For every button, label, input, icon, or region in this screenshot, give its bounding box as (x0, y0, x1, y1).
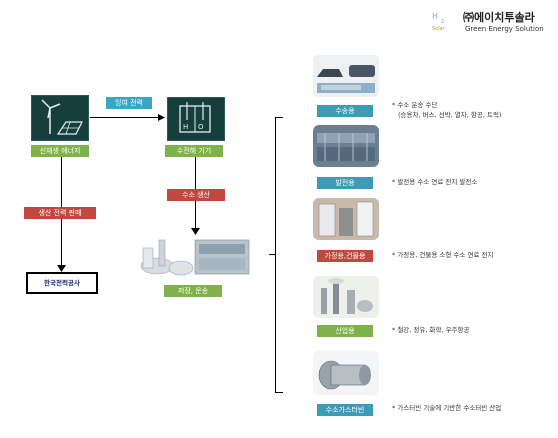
use-turbine-label: 수소가스터빈 (317, 404, 373, 416)
use-building-note: * 가정용, 건물용 소형 수소 연료 전지 (392, 251, 494, 259)
storage-label: 저장, 운송 (164, 285, 222, 297)
gas-turbine-photo (313, 351, 379, 395)
svg-text:Solar: Solar (432, 26, 446, 32)
svg-text:O: O (198, 123, 204, 131)
kepco-label: 한국전력공사 (44, 279, 80, 287)
use-power-note: * 발전용 수소 연료 전지 발전소 (392, 178, 478, 186)
power-sale-label: 생산 전력 판매 (24, 207, 96, 219)
renewable-energy-label: 신재생 에너지 (31, 145, 89, 157)
arrow-down-icon (191, 228, 200, 235)
use-bracket (275, 117, 276, 392)
svg-text:H: H (432, 12, 438, 21)
surplus-power-label: 잉여 전력 (106, 97, 152, 109)
electrolyzer-icon: H O (167, 97, 225, 141)
power-plant-photo (313, 125, 379, 167)
use-building-label: 가정용,건물용 (317, 250, 373, 262)
company-name: ㈜에이치투솔라 (463, 11, 535, 24)
building-fuelcell-photo (313, 198, 379, 240)
use-transport-note-2: (승용차, 버스, 선박, 열차, 항공, 트럭) (398, 111, 502, 119)
use-transport-label: 수송용 (317, 105, 373, 117)
industry-photo (313, 276, 379, 318)
company-tagline: Green Energy Solution (465, 25, 544, 33)
use-transport-note-1: * 수소 운송 수단 (392, 101, 438, 109)
use-power-label: 발전용 (317, 177, 373, 189)
use-industry-note: * 철강, 정유, 화학, 우주항공 (392, 326, 470, 334)
h2solar-logo-icon: H 2 Solar (432, 12, 446, 32)
use-bracket-bottom (275, 392, 283, 393)
arrow-down-icon (57, 265, 66, 272)
surplus-power-arrow (90, 117, 160, 118)
electrolyzer-label: 수전해 기기 (165, 145, 223, 157)
hydrogen-production-label: 수소 생산 (167, 189, 225, 201)
use-turbine-note: * 가스터빈 기술에 기반한 수소터빈 산업 (392, 404, 502, 412)
storage-illustration (137, 234, 257, 280)
arrow-right-icon (158, 114, 165, 121)
renewable-energy-icon (31, 95, 89, 141)
use-bracket-mid (269, 254, 275, 255)
transport-photo (313, 55, 379, 97)
brand-logo: H 2 Solar (430, 10, 456, 32)
svg-text:H: H (183, 123, 188, 131)
use-industry-label: 산업용 (317, 325, 373, 337)
use-bracket-top (275, 117, 283, 118)
svg-text:2: 2 (441, 19, 444, 25)
kepco-box: 한국전력공사 (26, 272, 98, 294)
